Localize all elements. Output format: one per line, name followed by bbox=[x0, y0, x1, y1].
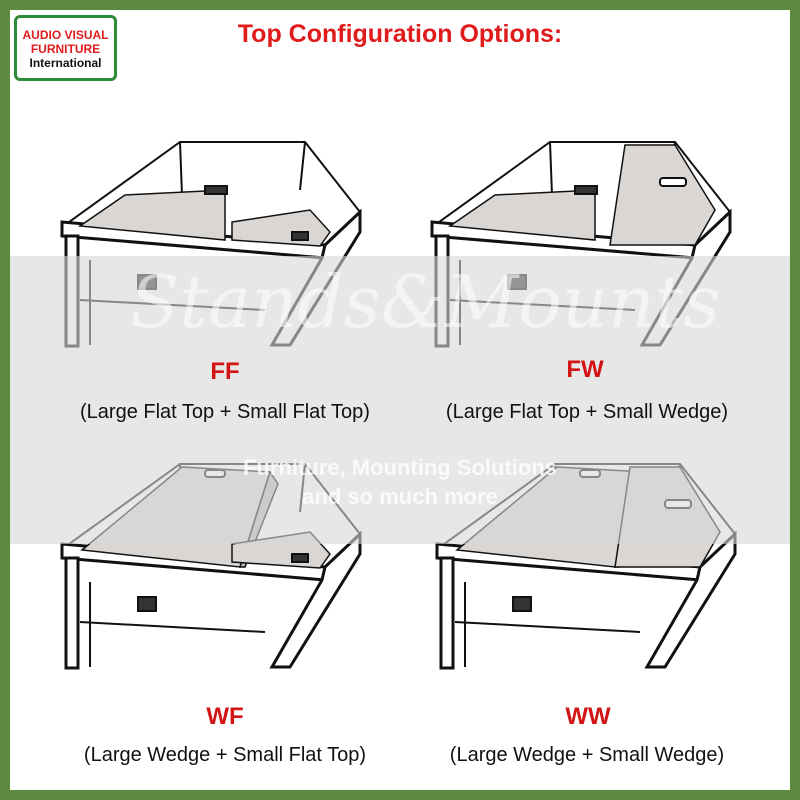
inner-line bbox=[79, 621, 266, 633]
option-code-ww: WW bbox=[565, 703, 611, 730]
watermark-tagline-2: and so much more bbox=[302, 484, 498, 509]
cable-port bbox=[659, 177, 687, 187]
latch bbox=[512, 596, 532, 612]
cable-port bbox=[291, 231, 309, 241]
back-edge bbox=[549, 141, 553, 196]
watermark-band bbox=[10, 256, 790, 544]
option-desc-ff: (Large Flat Top + Small Flat Top) bbox=[80, 401, 370, 423]
left-leg bbox=[64, 556, 80, 670]
option-desc-wf: (Large Wedge + Small Flat Top) bbox=[83, 744, 367, 766]
logo-line-2: FURNITURE bbox=[30, 42, 101, 56]
logo-line-3: International bbox=[29, 56, 102, 70]
large-flat-top bbox=[447, 189, 596, 241]
inner-line bbox=[454, 621, 641, 633]
option-code-wf: WF bbox=[206, 703, 244, 730]
back-edge bbox=[299, 141, 306, 191]
logo-line-1: AUDIO VISUAL bbox=[22, 28, 109, 42]
back-edge bbox=[179, 141, 183, 196]
logo: AUDIO VISUAL FURNITURE International bbox=[14, 15, 117, 81]
page-title: Top Configuration Options: bbox=[237, 20, 563, 48]
option-code-ff: FF bbox=[210, 358, 240, 385]
cable-port bbox=[574, 185, 598, 195]
left-leg bbox=[439, 556, 455, 670]
cable-port bbox=[291, 553, 309, 563]
option-desc-ww: (Large Wedge + Small Wedge) bbox=[449, 744, 725, 766]
watermark-tagline-1: Furniture, Mounting Solutions bbox=[242, 455, 558, 480]
option-desc-fw: (Large Flat Top + Small Wedge) bbox=[445, 401, 729, 423]
watermark-script: Stands&Mounts bbox=[130, 260, 721, 344]
latch bbox=[137, 596, 157, 612]
large-flat-top bbox=[77, 189, 226, 241]
option-code-fw: FW bbox=[566, 356, 604, 383]
small-wedge bbox=[609, 144, 716, 246]
cable-port bbox=[204, 185, 228, 195]
